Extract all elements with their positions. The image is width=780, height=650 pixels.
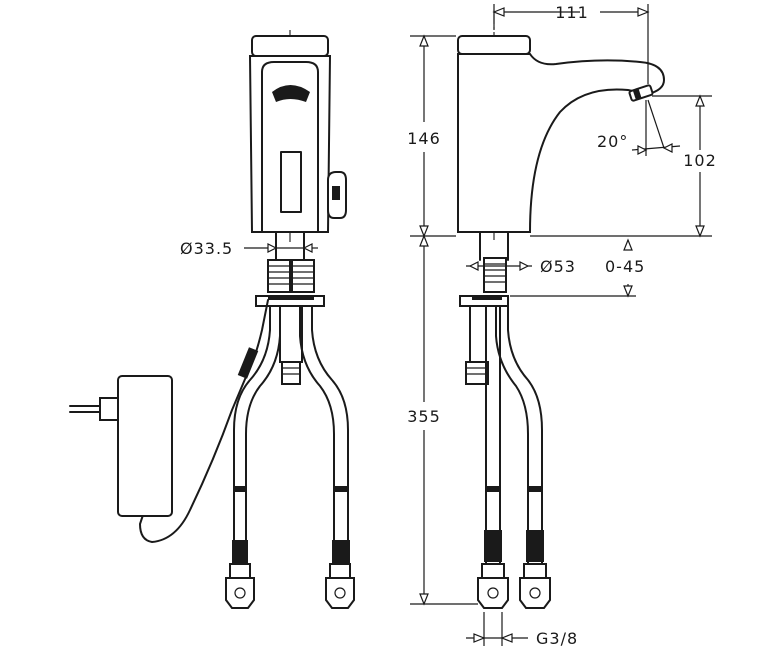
dim-spout-height (530, 94, 712, 238)
front-view: Ø33.5 (69, 30, 355, 609)
front-shank-fittings (255, 231, 325, 385)
dim-spout-angle (631, 99, 681, 156)
label-body-height: 146 (407, 129, 441, 148)
side-view: 111 146 355 102 (407, 3, 717, 648)
side-hoses (477, 305, 551, 609)
dim-body-height (410, 34, 456, 238)
label-spout-height: 102 (683, 151, 717, 170)
dim-shank-diameter (244, 243, 318, 253)
dim-counter-thickness (510, 238, 636, 298)
front-slot (280, 151, 302, 213)
side-faucet-body (457, 35, 666, 233)
power-supply (69, 299, 269, 543)
label-shank-diameter: Ø33.5 (180, 239, 233, 258)
dim-hose-length (410, 234, 478, 606)
label-spout-angle: 20° (597, 132, 628, 151)
label-connection-thread: G3/8 (536, 629, 578, 648)
label-counter-thickness: 0-45 (605, 257, 645, 276)
dim-connection-thread (466, 612, 528, 646)
label-base-diameter: Ø53 (540, 257, 576, 276)
dim-base-diameter (466, 261, 532, 271)
sensor-window (272, 85, 310, 102)
front-faucet-body (248, 35, 347, 233)
label-spout-reach: 111 (555, 3, 589, 22)
front-hoses (225, 305, 355, 609)
dim-spout-reach (492, 4, 650, 84)
cable-connector (237, 347, 259, 379)
power-adapter (117, 375, 173, 517)
label-hose-length: 355 (407, 407, 441, 426)
